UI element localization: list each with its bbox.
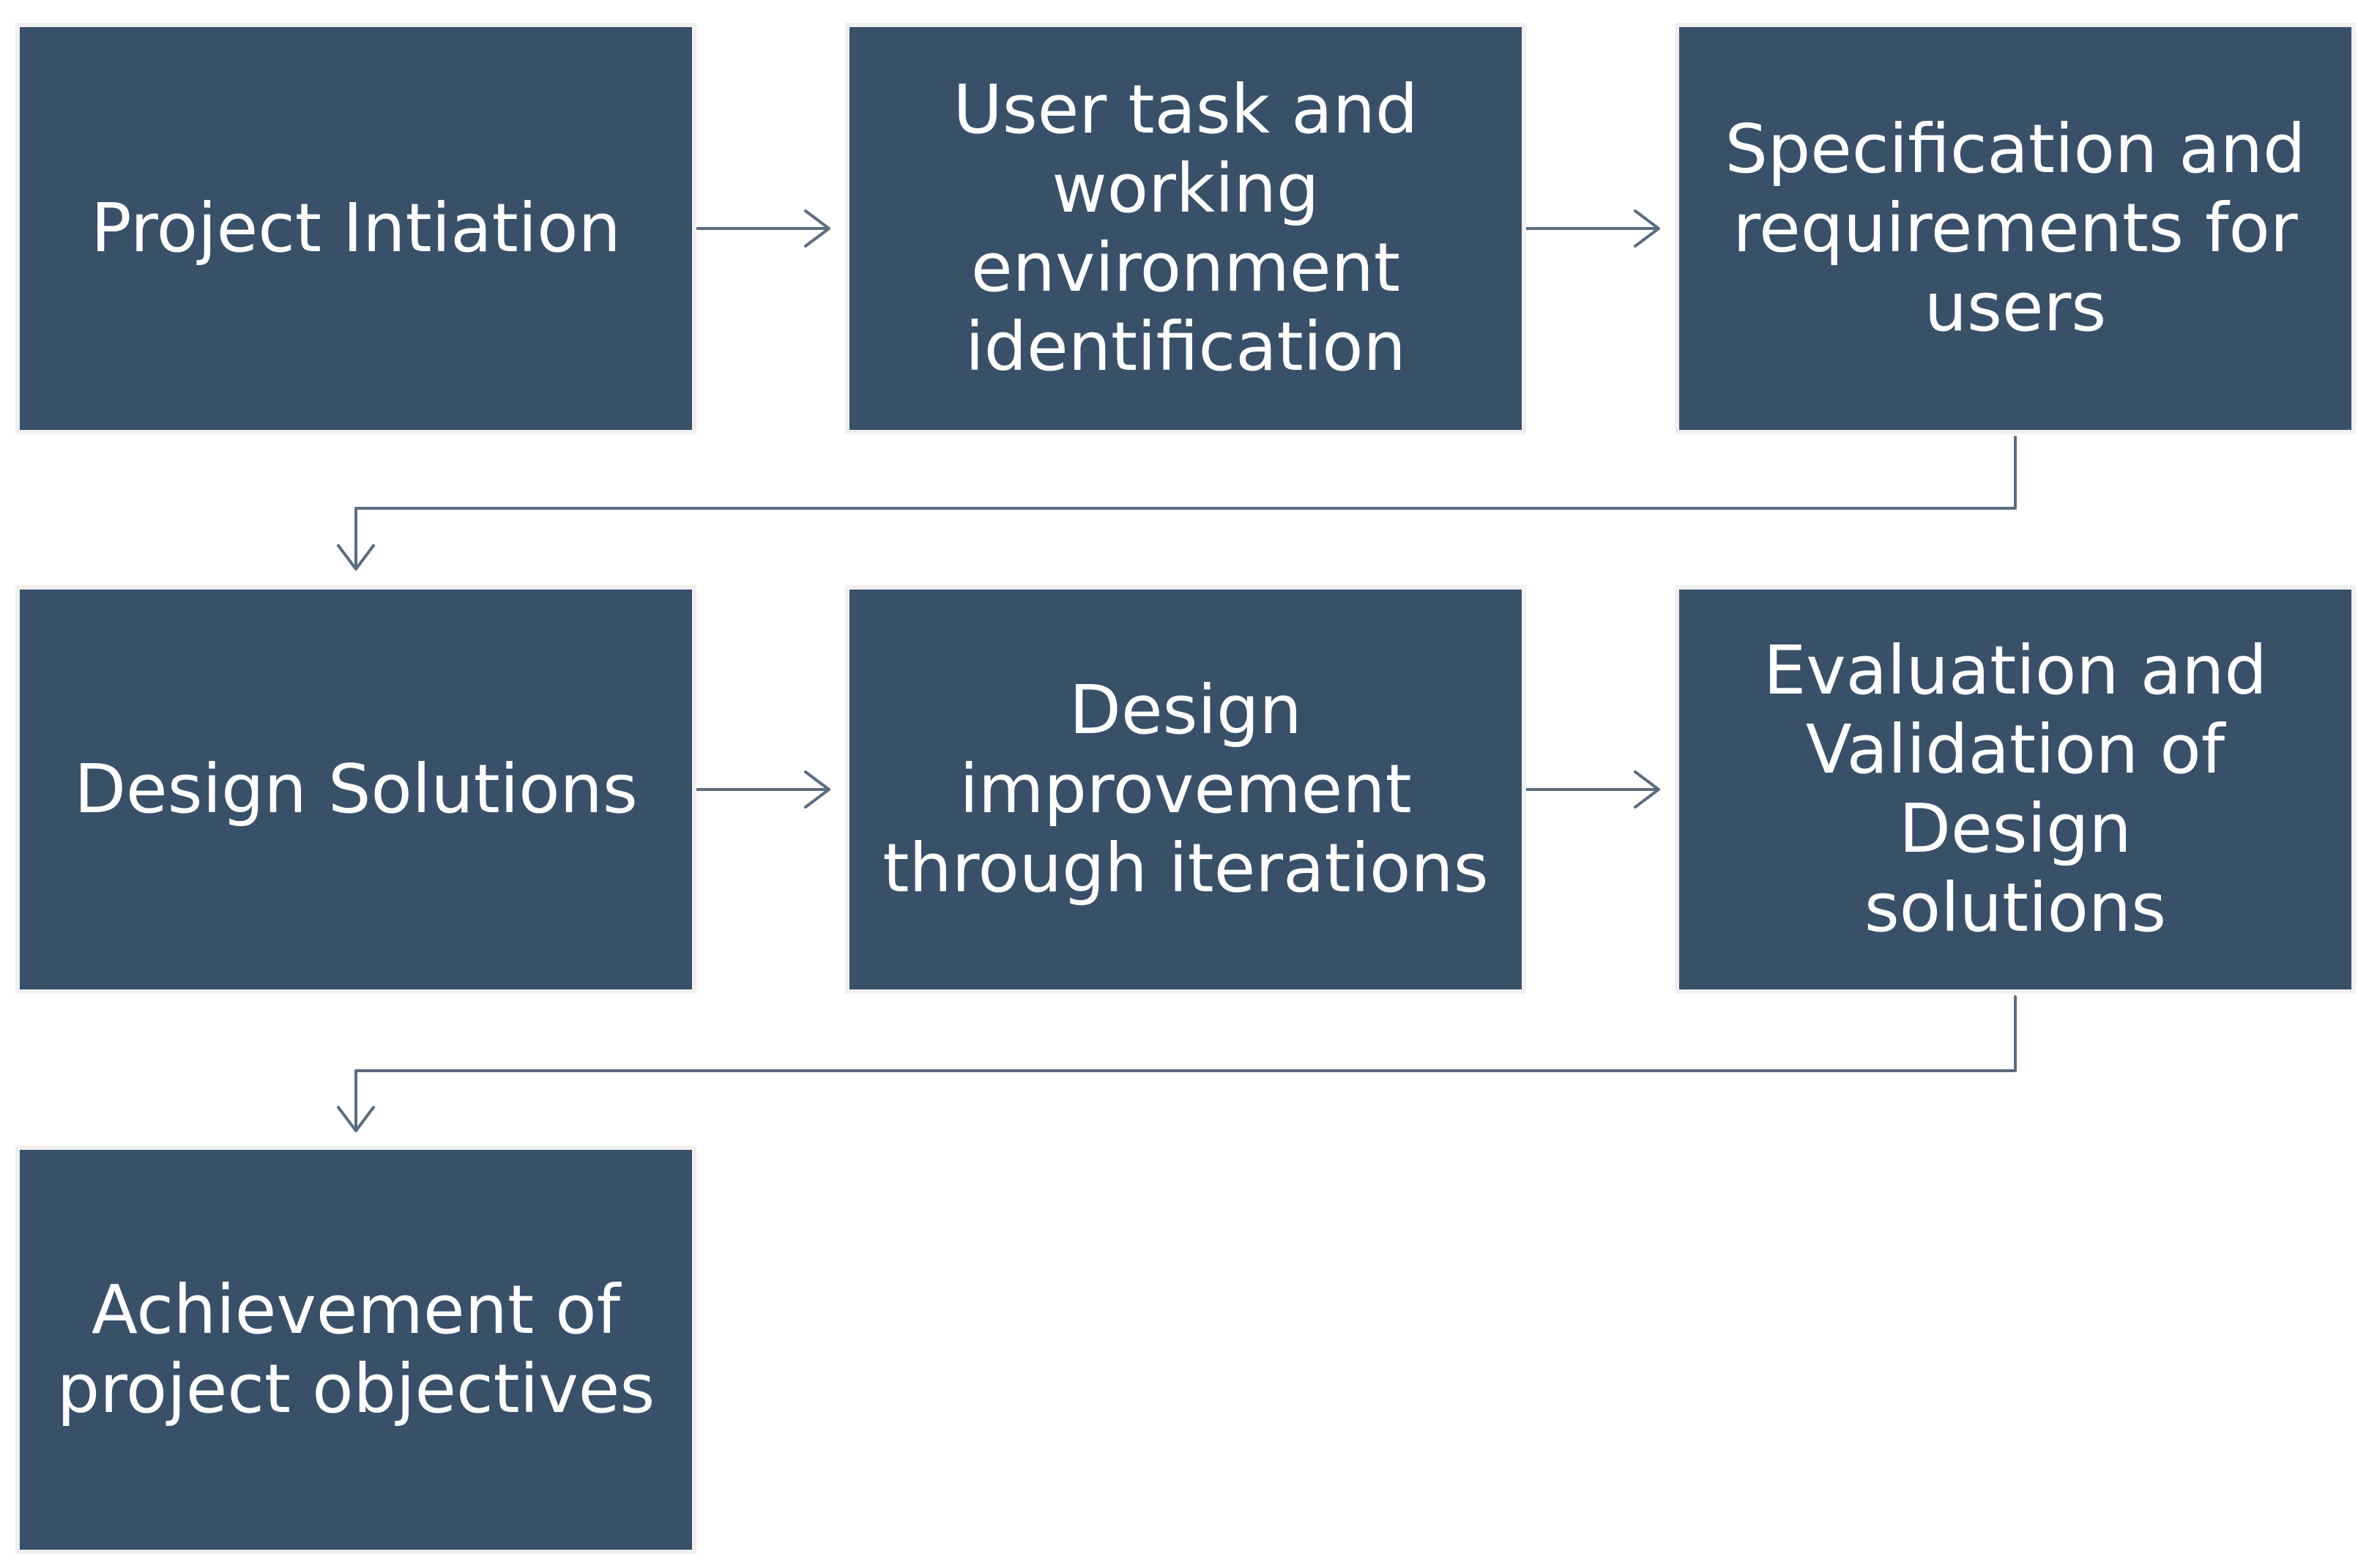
step-label-specification-requirements: Specification and requirements for users bbox=[1725, 110, 2306, 346]
step-box-project-initiation: Project Intiation bbox=[20, 27, 692, 430]
arrow-design-solutions-to-improvement bbox=[696, 770, 830, 809]
step-box-achievement-objectives: Achievement of project objectives bbox=[20, 1150, 692, 1550]
step-label-design-solutions: Design Solutions bbox=[74, 750, 638, 828]
step-label-project-initiation: Project Intiation bbox=[91, 189, 621, 267]
arrow-initiation-to-user-task bbox=[696, 209, 830, 248]
step-box-design-solutions: Design Solutions bbox=[20, 590, 692, 989]
step-label-evaluation-validation: Evaluation and Validation of Design solu… bbox=[1763, 631, 2267, 947]
step-box-design-improvement: Design improvement through iterations bbox=[849, 590, 1522, 989]
arrow-specification-to-design-solutions bbox=[337, 436, 2017, 571]
step-label-achievement-objectives: Achievement of project objectives bbox=[56, 1271, 655, 1428]
step-box-user-task-identification: User task and working environment identi… bbox=[849, 27, 1522, 430]
arrow-improvement-to-evaluation bbox=[1525, 770, 1660, 809]
step-label-design-improvement: Design improvement through iterations bbox=[882, 671, 1489, 907]
step-label-user-task-identification: User task and working environment identi… bbox=[953, 70, 1418, 386]
arrow-evaluation-to-achievement bbox=[337, 995, 2017, 1132]
step-box-specification-requirements: Specification and requirements for users bbox=[1679, 27, 2351, 430]
arrow-user-task-to-specification bbox=[1525, 209, 1660, 248]
step-box-evaluation-validation: Evaluation and Validation of Design solu… bbox=[1679, 590, 2351, 989]
